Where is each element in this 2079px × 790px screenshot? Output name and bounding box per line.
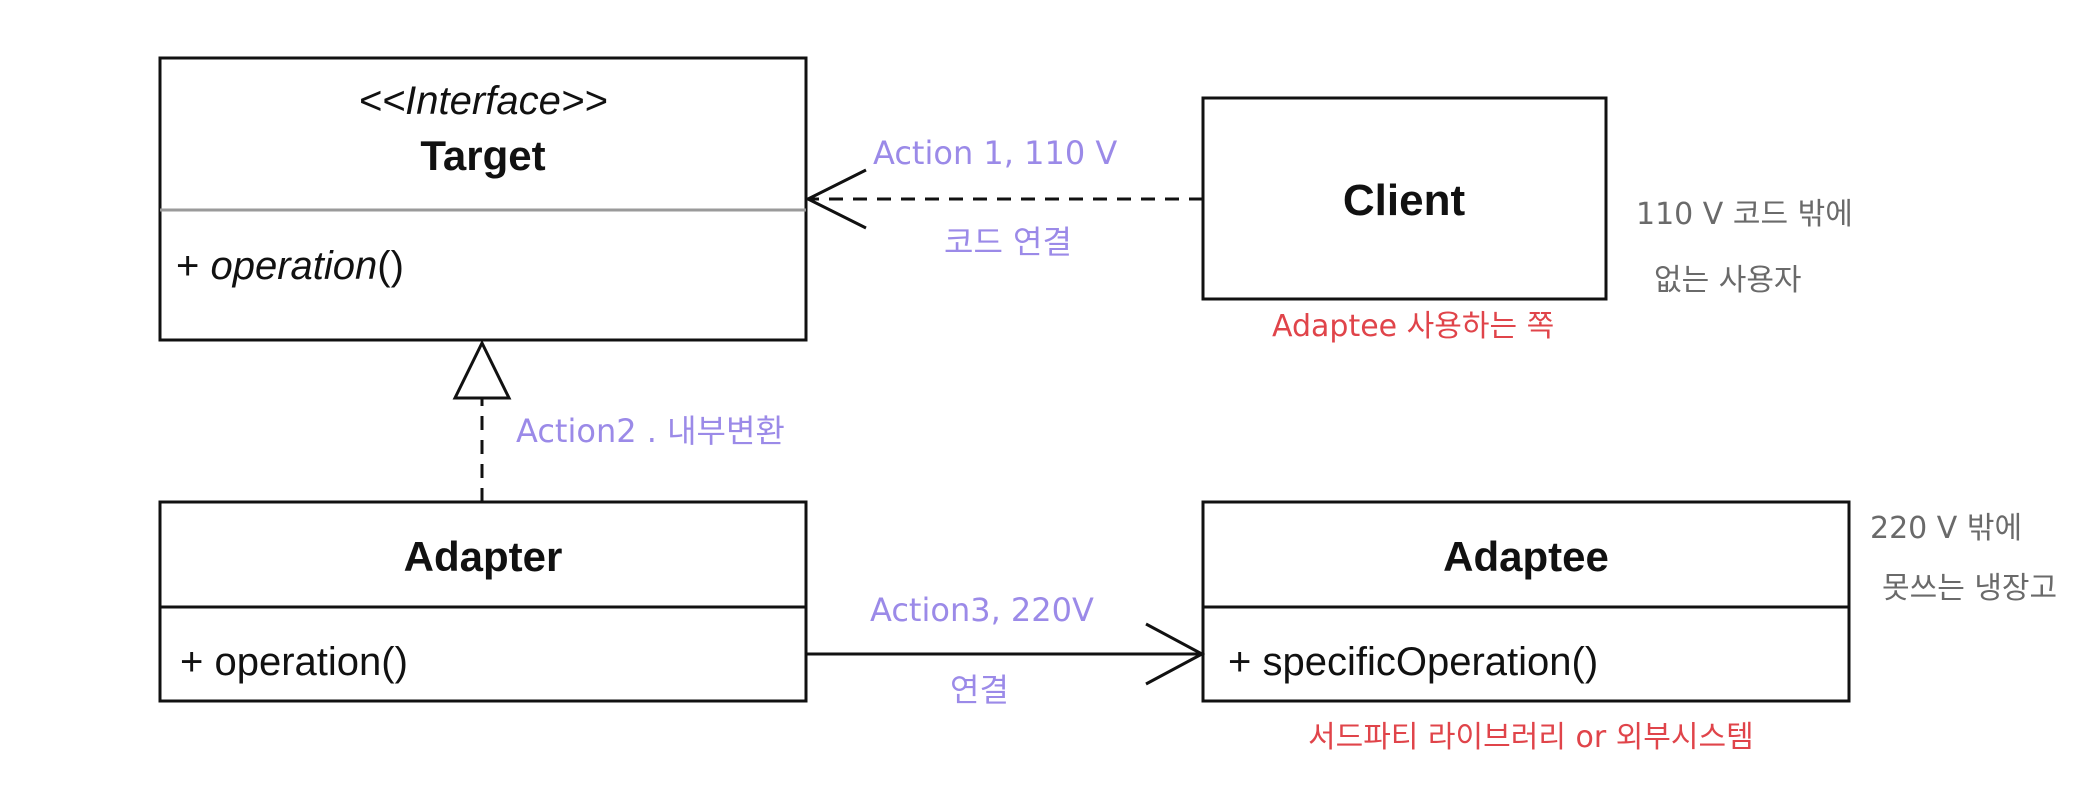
adaptee-class-box <box>1201 500 1851 703</box>
note-adaptee-side: 서드파티 라이브러리 or 외부시스템 <box>1308 720 1754 755</box>
note-action2: Action2 . 내부변환 <box>516 412 785 450</box>
client-class-name: Client <box>1343 176 1466 225</box>
note-client-desc-line2: 없는 사용자 <box>1654 263 1802 298</box>
target-operation-prefix: + <box>176 244 210 288</box>
target-class-box <box>158 56 808 342</box>
note-action1-line1: Action 1, 110 V <box>873 134 1117 172</box>
target-class: <<Interface>> Target + operation() <box>158 56 808 342</box>
adapter-class: Adapter + operation() <box>158 500 808 703</box>
adapter-class-name: Adapter <box>404 533 563 580</box>
note-action3-line2: 연결 <box>950 671 1009 709</box>
note-client-desc-line1: 110 V 코드 밖에 <box>1636 197 1853 232</box>
handwritten-notes: Action 1, 110 V 코드 연결 Action2 . 내부변환 Act… <box>516 134 2057 755</box>
target-class-name: Target <box>420 132 545 179</box>
target-operation-suffix: () <box>377 244 404 288</box>
adaptee-class: Adaptee + specificOperation() <box>1201 500 1851 703</box>
note-client-side: Adaptee 사용하는 쪽 <box>1272 309 1554 344</box>
adapter-operation: + operation() <box>180 640 408 684</box>
target-operation: + operation() <box>176 244 404 288</box>
note-adaptee-desc-line2: 못쓰는 냉장고 <box>1882 571 2057 606</box>
realization-triangle <box>452 339 512 400</box>
note-action1-line2: 코드 연결 <box>944 223 1072 261</box>
adapter-adaptee-association <box>806 622 1206 686</box>
adapter-target-realization <box>452 339 512 502</box>
association-arrowhead <box>1145 622 1206 686</box>
target-operation-name: operation <box>210 244 377 288</box>
adaptee-operation: + specificOperation() <box>1228 640 1598 684</box>
client-class: Client <box>1201 96 1608 301</box>
note-adaptee-desc-line1: 220 V 밖에 <box>1870 511 2022 546</box>
adaptee-class-name: Adaptee <box>1443 533 1609 580</box>
target-stereotype: <<Interface>> <box>358 79 607 123</box>
client-target-dependency <box>804 168 1203 230</box>
note-action3-line1: Action3, 220V <box>870 591 1094 629</box>
dependency-arrowhead <box>804 168 867 230</box>
client-class-box <box>1201 96 1608 301</box>
